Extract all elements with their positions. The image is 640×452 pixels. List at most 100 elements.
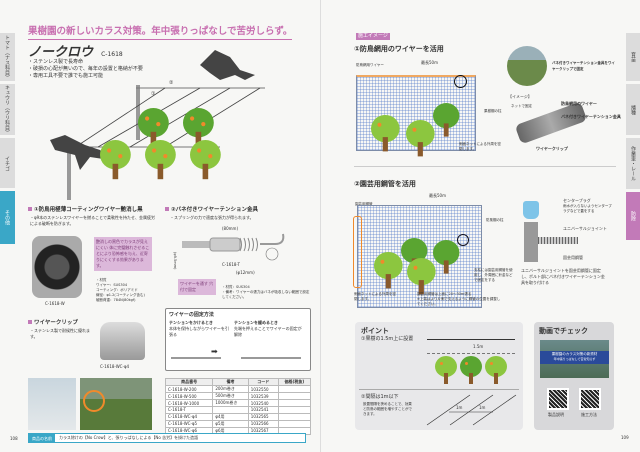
tab-sowing[interactable]: 播種 [626,84,640,137]
net-fix-label: ネットで固定 [511,104,532,108]
tree-icon [485,356,507,384]
tree-icon [435,356,457,384]
highlight-pipe [353,216,362,288]
feature-item: ・専用工具不要で誰でも施工可能 [28,73,104,79]
section-wire-desc: ・φ9本のステンレスワイヤーを撚ることで柔軟性を持たせ、金属疲労による破断を防ぎ… [30,215,155,226]
dim-dia: (φ9.5mm) [173,252,177,270]
tree-icon [406,120,435,157]
footer-text: カラス除けの【No Crow】と、張りっぱなしによる【No 苦労】を掛けた造語 [59,435,199,440]
tab-seedling[interactable]: 育苗 [626,33,640,83]
wire-clip-image [100,322,145,360]
product-name: ノークロウ [28,45,94,60]
matte-callout: 艶消しの黒色でカラスが見えにくい 体に完璧触れさせることにより恐怖感を与え、近寄… [94,237,152,271]
tab-tomato[interactable]: トマト（ナス科目） [0,33,15,83]
footer-label: 商品の名前 [29,434,55,442]
wire [70,87,166,151]
tab-strawberry[interactable]: イチゴ [0,138,15,190]
video-title: 動画でチェック [539,327,588,335]
pipe-note: 園芸用鋼管は上面に20～30m張る※上端はより片側で支えるように鋼管の位置を調整… [417,292,501,306]
product-code: C-1618 [101,51,123,58]
install-photo [80,378,152,430]
fix-left: テンションをかけるとき本体を保持しながらワイヤーを引張る [169,320,229,337]
video-card: 動画でチェック 果樹園のカラス対策の新資材 年中張りっぱなしで苦労知らず 製品説… [534,322,614,430]
hole-callout: ワイヤーを通す 穴付で固定 [178,279,216,295]
tree-icon [433,240,460,274]
feature-item: ・ステンレス製で長寿命 [28,59,84,65]
dim-hook: (φ12mm) [236,270,255,275]
table-cell [277,392,312,400]
height-label: 1.5m [473,344,484,349]
net-note: 側面ネットによる外周を密閉します。 [459,142,501,151]
tree-icon [145,140,176,180]
wire [129,87,231,148]
joint-note: ユニバーサルジョイントを園芸用鋼管に固定し、ボルト部にバネ付きワイヤーテンション… [521,268,605,285]
feature-list: ・ステンレス製で長寿命 ・破損の心配が無いので、毎年の設置と格納が不要 ・専用工… [28,59,143,80]
pole-photo [28,378,76,430]
section-clip-title: ワイヤークリップ [28,318,78,326]
spool-code: C-1618-W [45,301,65,306]
illustration-label-1: ① [151,91,156,97]
spacing-diagram [426,394,517,426]
tab-work-vehicle[interactable]: 作業車・レール [626,138,640,191]
pipe-label: 園芸用鋼管 [355,202,373,206]
tree-icon [374,252,403,289]
detail-photo [507,46,547,86]
dim-length: (80mm) [222,226,239,231]
table-cell: 1032539 [247,392,279,400]
tab-cucumber[interactable]: キュウリ（ウリ科目） [0,84,15,137]
fix-method-title: ワイヤーの固定方法 [169,312,214,318]
gap-label: 1m [479,405,486,410]
tree-icon [100,140,131,180]
table-cell: 1032540 [247,399,279,407]
gap-label: 1m [456,405,463,410]
headline: 果樹園の新しいカラス対策。年中張りっぱなしで苦労しらず。 [28,23,293,40]
table-cell [277,419,312,428]
tree-icon [460,356,482,384]
feature-item: ・破損の心配が無いので、毎年の設置と格納が不要 [28,66,143,72]
support-note: 支柱には園芸用鋼管を使用し、外周囲に針金などで固定をする [474,268,513,282]
section1-title: ①防鳥網用のワイヤーを活用 [354,45,444,53]
tension-specs: ・材質：SUS304・備考：ワイヤーの張力はバネが吸収しない範囲で設定してくださ… [222,285,310,299]
point-item-2-desc: 設置間隔を狭めることで、効果と防鳥の範囲を増やすことができます。 [363,402,412,416]
table-cell [277,385,312,393]
tab-other[interactable]: その他 [0,191,15,246]
section-wire-title: ①防鳥用極薄コーティングワイヤー艶消し黒 [28,205,143,213]
universal-joint-icon [524,222,538,262]
thumb-title: 果樹園のカラス対策の新資材 [551,352,598,356]
tree-icon [433,103,460,137]
tree-icon [190,140,221,180]
video-thumbnail[interactable]: 果樹園のカラス対策の新資材 年中張りっぱなしで苦労知らず [540,340,609,378]
table-cell: C-1618-W-500 [164,392,214,400]
arrow-right-icon: ➡ [211,347,218,356]
qr-code-product[interactable] [547,388,569,410]
clip-code: C-1618-WC-φ4 [100,364,130,369]
left-page: トマト（ナス科目） キュウリ（ウリ科目） イチゴ その他 果樹園の新しいカラス対… [0,23,312,443]
point-title: ポイント [361,327,389,335]
footer-bar: 商品の名前 カラス除けの【No Crow】と、張りっぱなしによる【No 苦労】を… [28,433,306,443]
tree-icon [371,115,400,152]
point-item-1: ①果樹の1.5m上に設置 [361,336,414,342]
crow-icon [200,50,255,80]
table-cell: 1000m巻き [212,399,249,407]
part-label: 雨水が入らないようセンタープラグなどで蓋をする [563,204,612,213]
table-cell: φ4用 [212,412,249,421]
tree-icon [183,108,214,148]
span-label-2: 最長50m [429,193,446,198]
net-note-2: 側面ネットによる外周を密閉します。 [354,292,396,301]
part-label: 園芸用鋼管 [563,255,583,260]
span-label: 最長50m [421,60,438,65]
part-label: ユニバーサルジョイント [563,226,607,231]
pillar-label-2: 防風棚の柱 [486,218,504,222]
qr-code-install[interactable] [579,388,601,410]
product-title: ノークロウ C-1618 [28,41,123,60]
center-plug-icon [523,201,539,219]
pole [67,145,71,200]
part-label: ワイヤークリップ [536,146,568,151]
tab-pest-control[interactable]: 防除 [626,192,640,242]
crow-icon [50,135,110,170]
pole [136,85,140,140]
tree-icon [138,108,169,148]
